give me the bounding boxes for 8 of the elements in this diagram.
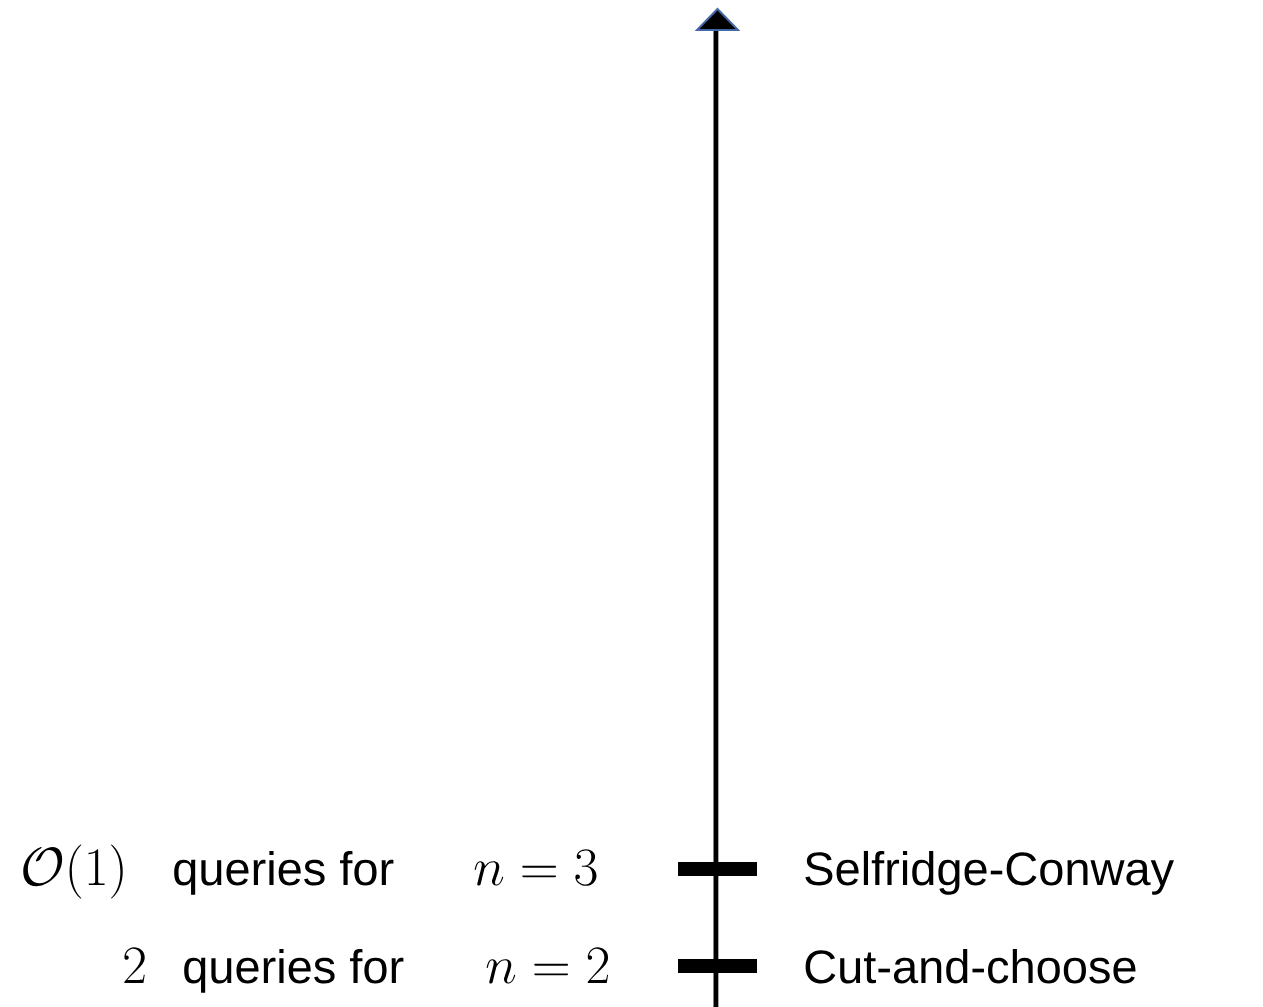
complexity-formula: $2$ <box>124 947 145 983</box>
query-text: queries for <box>184 948 404 993</box>
formula: $n=2$ <box>486 947 609 984</box>
complexity-formula: $\mathcal{O}(1)$ <box>23 844 123 899</box>
formula: $n=3$ <box>474 849 597 886</box>
protocol-name: Selfridge-Conway <box>805 850 1174 895</box>
query-text: queries for <box>174 850 394 895</box>
protocol-name: Cut-and-choose <box>805 948 1136 984</box>
